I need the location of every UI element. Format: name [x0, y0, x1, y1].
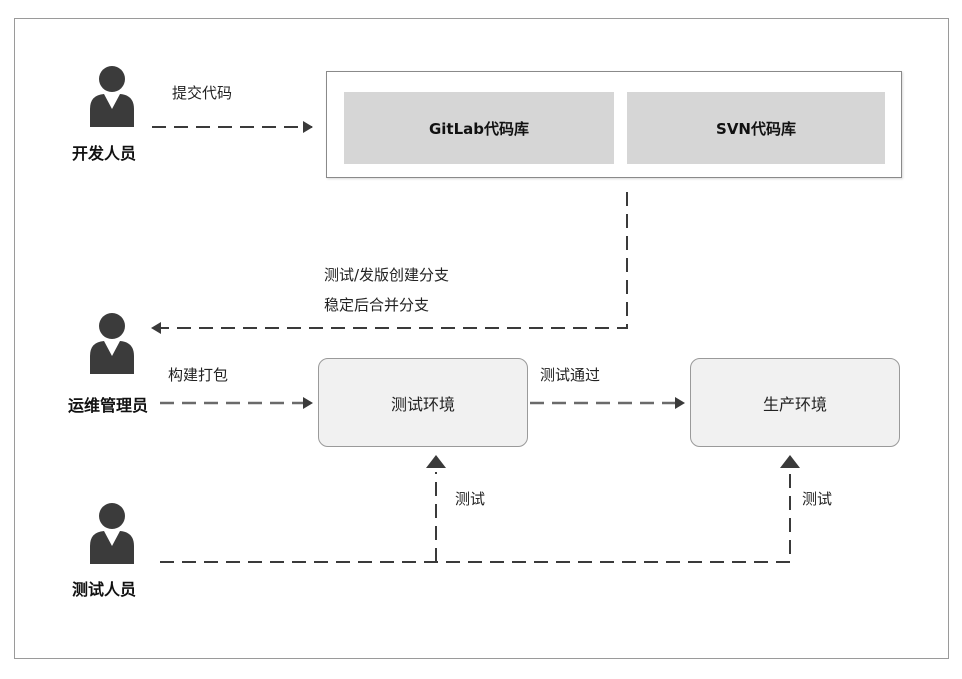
branch-create-label: 测试/发版创建分支	[324, 266, 450, 284]
developer-label: 开发人员	[72, 144, 137, 163]
ops-admin-label: 运维管理员	[68, 396, 149, 415]
test-passed-label: 测试通过	[540, 366, 601, 384]
test-label-left: 测试	[455, 490, 486, 508]
gitlab-repo: GitLab代码库	[344, 92, 614, 164]
test-label-right: 测试	[802, 490, 833, 508]
svn-repo: SVN代码库	[627, 92, 885, 164]
person-icon	[90, 313, 134, 374]
branch-arrow	[151, 192, 628, 334]
arrowhead-prod-env	[780, 455, 800, 468]
test-environment: 测试环境	[318, 358, 528, 447]
build-package-label: 构建打包	[168, 366, 229, 384]
person-icon	[90, 503, 134, 564]
arrowhead-test-env	[426, 455, 446, 468]
branch-merge-label: 稳定后合并分支	[324, 296, 430, 314]
tester-line	[160, 472, 791, 563]
commit-code-label: 提交代码	[172, 84, 233, 102]
tester-label: 测试人员	[72, 580, 137, 599]
production-environment: 生产环境	[690, 358, 900, 447]
person-icon	[90, 66, 134, 127]
